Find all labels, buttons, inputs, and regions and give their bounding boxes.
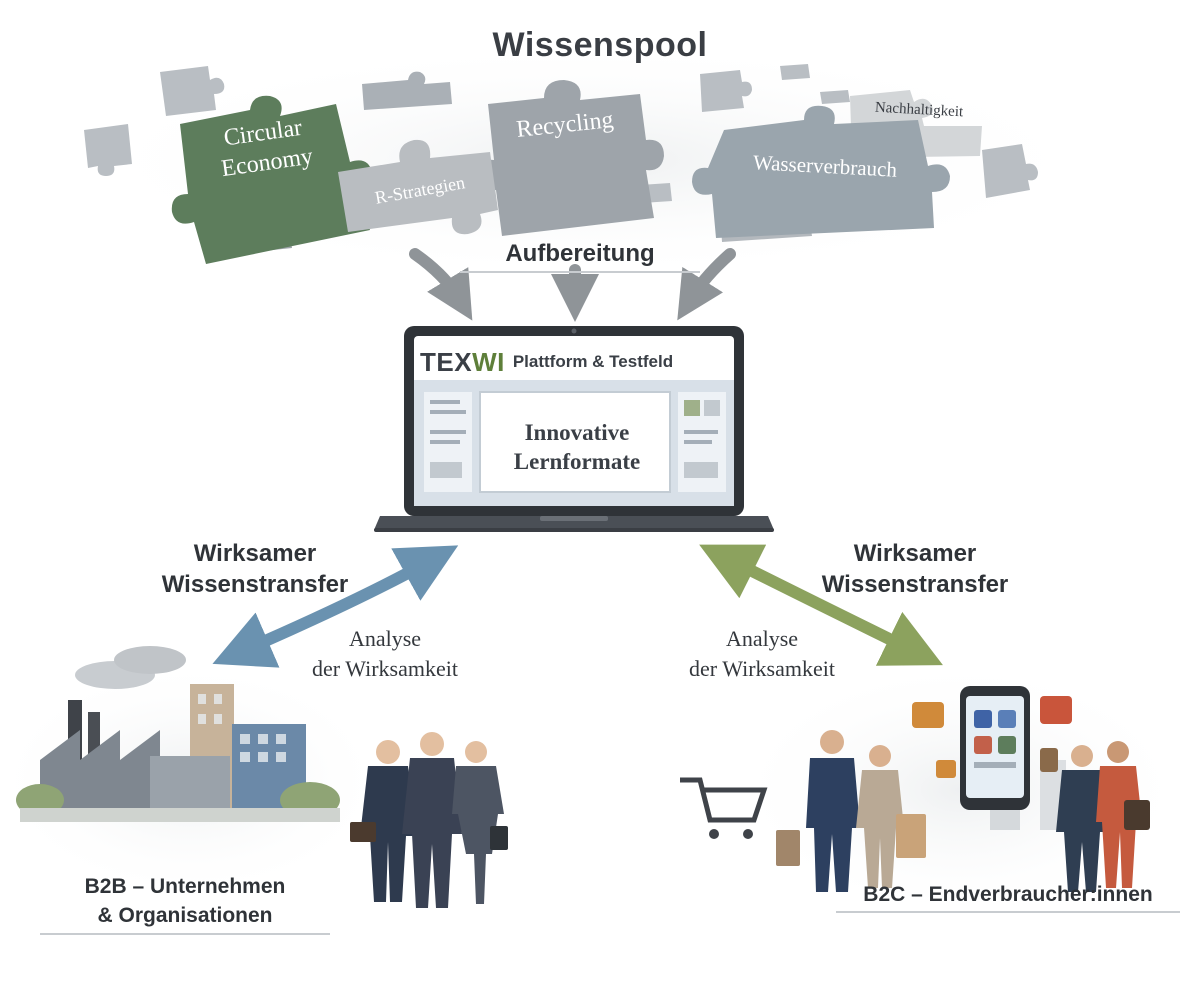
right-analysis-label: Analyse der Wirksamkeit [689, 626, 835, 681]
puzzle-wasser [692, 105, 950, 239]
logo-accent: WI [472, 346, 505, 377]
b2b-people [350, 732, 508, 908]
title-wissenspool: Wissenspool [492, 26, 708, 64]
left-analysis-label: Analyse der Wirksamkeit [312, 626, 458, 681]
logo-main: TEX [420, 346, 473, 377]
label-aufbereitung: Aufbereitung [505, 240, 655, 267]
laptop [374, 326, 774, 532]
b2b-city [16, 646, 340, 822]
group-label-b2c: B2C – Endverbraucher:innen [863, 883, 1153, 906]
platform-name: Plattform & Testfeld [512, 352, 674, 371]
right-transfer-label: Wirksamer Wissenstransfer [821, 540, 1009, 598]
texwi-logo: TEXWI [420, 347, 505, 378]
left-transfer-arrow [212, 545, 459, 668]
puzzle-recycling [476, 80, 664, 236]
platform-header: TEXWI Plattform & Testfeld [420, 345, 725, 379]
aufbereitung-arrows [409, 248, 736, 322]
right-transfer-arrow [699, 544, 943, 666]
platform-content-title: Innovative Lernformate [513, 420, 641, 474]
group-label-b2b: B2B – Unternehmen & Organisationen [84, 875, 286, 927]
puzzle-r-strategien [338, 139, 498, 235]
b2c-scene [680, 686, 1150, 892]
puzzle-circular [171, 95, 373, 265]
left-transfer-label: Wirksamer Wissenstransfer [161, 540, 349, 598]
